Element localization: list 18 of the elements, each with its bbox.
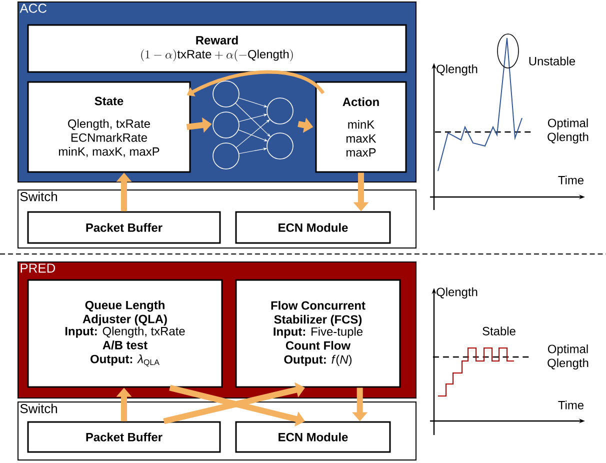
process-box: Flow Concurrent Stabilizer (FCS) Input: Five-tuple Count Flow Output: f(N) xyxy=(235,279,401,388)
neural-network-drawing xyxy=(212,80,294,170)
process-box: ECN Module xyxy=(235,421,391,453)
process-box: Action minK maxK maxP xyxy=(315,81,407,173)
chart-annotation: Unstable xyxy=(529,56,576,66)
axis-label: Qlength xyxy=(436,64,478,76)
process-box: Queue Length Adjuster (QLA) Input: Qlength, txRate A/B test Output: λ$_{QLA}$ xyxy=(27,279,223,388)
process-box: Reward $(1-\alpha)\mathrm{txRate}+\alpha(-\mathrm{Qlength})$ xyxy=(27,24,407,73)
process-box: State Qlength, txRate ECNmarkRate minK, maxK, maxP xyxy=(27,81,191,173)
process-box: Packet Buffer xyxy=(27,421,221,453)
axis-label: Time xyxy=(558,400,584,410)
chart-annotation: Stable xyxy=(482,326,516,336)
process-box: ECN Module xyxy=(235,211,391,244)
axis-label: Qlength xyxy=(436,287,478,299)
chart-annotation: Optimal Qlength xyxy=(548,118,588,144)
process-box: Packet Buffer xyxy=(27,211,221,244)
chart-annotation: Optimal Qlength xyxy=(548,344,588,370)
axis-label: Time xyxy=(558,176,584,184)
